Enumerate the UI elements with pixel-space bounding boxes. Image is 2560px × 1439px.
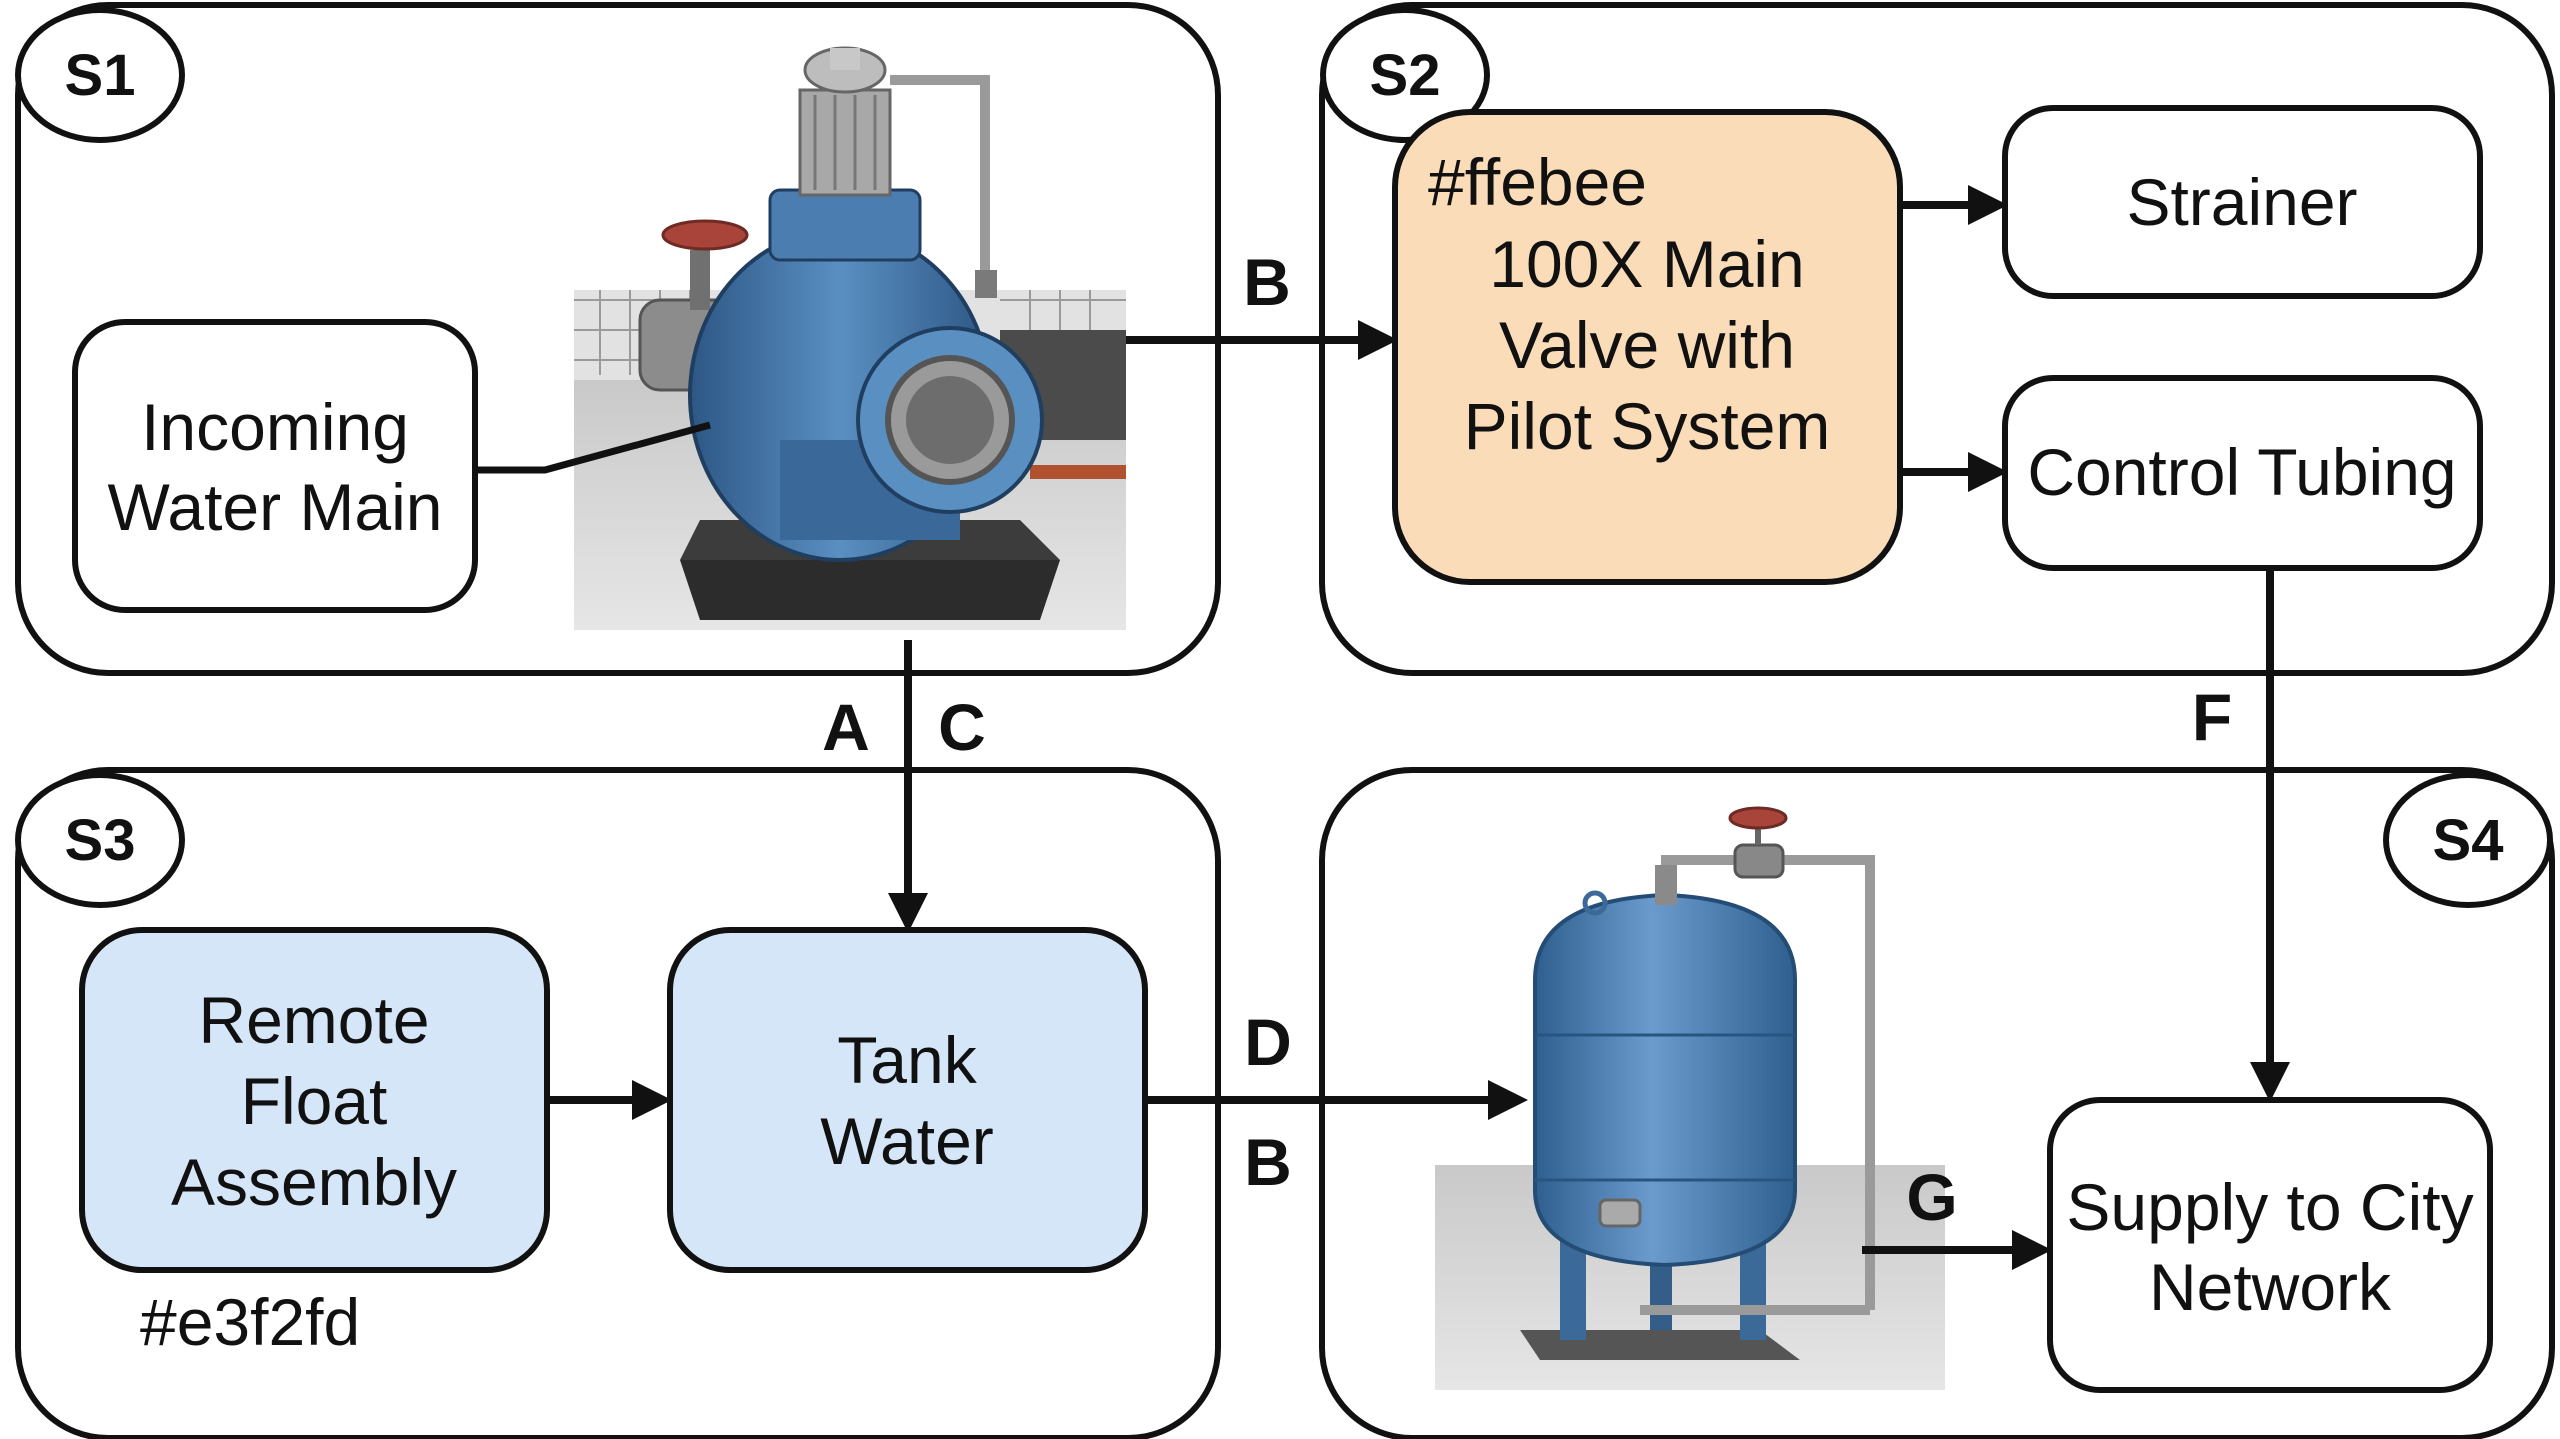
svg-text:Assembly: Assembly — [171, 1145, 457, 1219]
edge-label-f: F — [2192, 680, 2232, 754]
svg-text:Pilot System: Pilot System — [1464, 389, 1831, 463]
svg-text:Water: Water — [820, 1104, 994, 1178]
svg-text:S1: S1 — [65, 43, 136, 108]
section-badge-s1: S1 — [15, 7, 185, 143]
remote-float-assembly-box: Remote Float Assembly — [79, 927, 550, 1273]
edge-label-b-top: B — [1243, 245, 1291, 319]
remote-float-note: #e3f2fd — [140, 1285, 360, 1359]
svg-text:Incoming: Incoming — [141, 390, 409, 464]
main-valve-box: #ffebee 100X Main Valve with Pilot Syste… — [1392, 109, 1903, 585]
supply-to-city-network-box: Supply to City Network — [2047, 1097, 2493, 1393]
svg-text:Control Tubing: Control Tubing — [2027, 435, 2456, 509]
svg-text:Network: Network — [2149, 1250, 2392, 1324]
edge-label-b-bottom: B — [1244, 1125, 1292, 1199]
svg-text:Remote: Remote — [198, 983, 429, 1057]
tank-water-box: Tank Water — [667, 927, 1148, 1273]
incoming-to-pump-line — [475, 421, 711, 474]
edge-label-d: D — [1244, 1005, 1292, 1079]
strainer-box: Strainer — [2002, 105, 2483, 299]
svg-text:S4: S4 — [2433, 808, 2504, 873]
edge-label-a: A — [822, 690, 870, 764]
svg-text:Float: Float — [241, 1064, 388, 1138]
svg-text:100X Main: 100X Main — [1489, 227, 1805, 301]
svg-text:Water Main: Water Main — [108, 470, 443, 544]
svg-text:Valve with: Valve with — [1499, 308, 1795, 382]
svg-text:Supply to City: Supply to City — [2066, 1170, 2473, 1244]
svg-text:Strainer: Strainer — [2126, 165, 2357, 239]
edge-label-c: C — [938, 690, 986, 764]
section-badge-s3: S3 — [15, 772, 185, 908]
pressure-tank-icon — [1435, 806, 1945, 1390]
svg-text:#ffebee: #ffebee — [1428, 145, 1647, 219]
section-badge-s2: S2 — [1320, 7, 1490, 143]
watermark: 豆包AI生成 — [2220, 1328, 2460, 1381]
control-tubing-box: Control Tubing — [2002, 375, 2483, 571]
section-badge-s4: S4 — [2383, 772, 2553, 908]
centrifugal-pump-icon — [574, 46, 1126, 630]
svg-text:S3: S3 — [65, 808, 136, 873]
incoming-water-main-box: Incoming Water Main — [72, 319, 478, 613]
edge-label-g: G — [1906, 1160, 1957, 1234]
svg-text:Tank: Tank — [837, 1023, 977, 1097]
svg-text:S2: S2 — [1370, 43, 1441, 108]
